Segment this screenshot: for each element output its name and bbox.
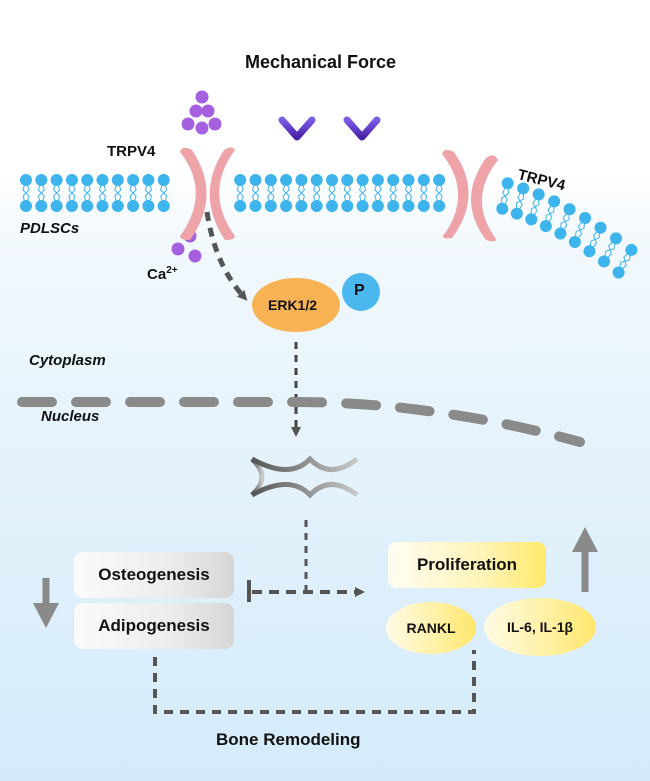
calcium-ion [195,90,209,104]
trpv4-channel-right [442,149,498,242]
lipid [554,203,576,240]
lipid [310,174,323,212]
downregulation-arrow [33,578,59,628]
lipid [81,174,94,212]
lipid [402,174,415,212]
erk-ellipse [252,278,340,332]
calcium-ion [188,249,202,263]
erk-label: ERK1/2 [268,297,318,313]
lipid [433,174,446,212]
lipid [371,174,384,212]
adipogenesis-box: Adipogenesis [74,603,234,649]
lipid [65,174,78,212]
calcium-ion [189,104,203,118]
il-ellipse: IL-6, IL-1β [484,598,596,656]
rankl-ellipse: RANKL [386,602,476,654]
lipid [539,195,561,233]
cytoplasm-label: Cytoplasm [29,352,106,369]
lipid [111,174,124,212]
lipid [356,174,369,212]
phospho-label: P [354,282,365,299]
nucleus-label: Nucleus [41,408,100,425]
bone-remodeling-label: Bone Remodeling [216,730,361,749]
lipid [341,174,354,212]
lipid [280,174,293,212]
trpv4-label-left: TRPV4 [107,143,156,160]
lipid [295,174,308,212]
trpv4-channel-left [180,147,235,240]
calcium-ion [195,121,209,135]
cell-membrane [20,174,638,279]
calcium-charge: 2+ [166,265,178,276]
dna-icon [250,455,359,499]
calcium-ion [171,242,185,256]
calcium-ion [181,117,195,131]
pdlscs-label: PDLSCs [20,220,80,237]
lipid [127,174,140,212]
calcium-label: Ca2+ [147,265,178,283]
mechanical-force-title: Mechanical Force [245,52,397,72]
lipid [96,174,109,212]
nuclear-envelope [17,397,585,447]
lipid [510,182,530,220]
calcium-ion [208,117,222,131]
lipid [598,232,622,268]
lipid [583,221,607,258]
lipid [568,212,592,248]
lipid [142,174,155,212]
calcium-ion [201,104,215,118]
lipid [525,188,545,226]
calcium-ions-extracellular [181,90,222,135]
lipid [612,243,638,279]
lipid [35,174,48,212]
lipid [50,174,63,212]
bone-remodeling-bracket [153,650,476,714]
lipid [496,177,514,215]
lipid [20,174,32,212]
proliferation-box: Proliferation [388,542,546,588]
lipid [264,174,277,212]
force-arrow-left [278,108,316,141]
force-arrow-right [343,108,381,141]
lipid [326,174,338,212]
osteogenesis-box: Osteogenesis [74,552,234,598]
lipid [234,174,247,212]
lipid [249,174,262,212]
phospho-circle [342,273,380,311]
upregulation-arrow [572,527,598,592]
calcium-symbol: Ca [147,266,167,283]
lipid [417,174,430,212]
lipid [387,174,400,212]
lipid [157,174,170,212]
channel-to-erk-arrow [204,211,248,301]
